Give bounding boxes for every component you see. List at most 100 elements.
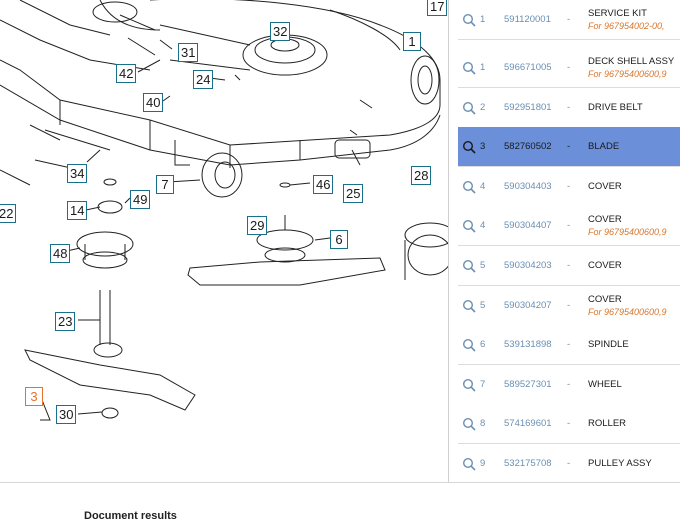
part-number[interactable]: 590304407 xyxy=(504,220,552,231)
part-description: SPINDLE xyxy=(588,339,629,350)
part-separator: - xyxy=(567,379,571,390)
part-description: SERVICE KIT xyxy=(588,8,647,19)
part-number[interactable]: 589527301 xyxy=(504,379,552,390)
part-row[interactable]: 5 590304203 - COVER xyxy=(458,246,680,286)
callout-17[interactable]: 17 xyxy=(427,0,448,16)
part-position: 5 xyxy=(480,260,486,271)
part-number[interactable]: 590304207 xyxy=(504,300,552,311)
magnifier-icon[interactable] xyxy=(462,101,476,115)
part-description: COVER xyxy=(588,260,622,271)
callout-1[interactable]: 1 xyxy=(403,32,421,51)
magnifier-icon[interactable] xyxy=(462,378,476,392)
callout-29[interactable]: 29 xyxy=(247,216,268,235)
part-applicability: For 96795400600,9 xyxy=(588,227,667,237)
part-description: WHEEL xyxy=(588,379,622,390)
magnifier-icon[interactable] xyxy=(462,338,476,352)
magnifier-icon[interactable] xyxy=(462,457,476,471)
magnifier-icon[interactable] xyxy=(462,180,476,194)
part-description: DRIVE BELT xyxy=(588,102,643,113)
part-separator: - xyxy=(567,300,571,311)
part-row[interactable]: 1 596671005 - DECK SHELL ASSY For 9679540060… xyxy=(458,48,680,88)
callout-40[interactable]: 40 xyxy=(143,93,164,112)
part-row[interactable]: 9 532175708 - PULLEY ASSY xyxy=(458,444,680,482)
part-separator: - xyxy=(567,62,571,73)
part-description: DECK SHELL ASSY xyxy=(588,56,675,67)
part-row[interactable]: 8 574169601 - ROLLER xyxy=(458,404,680,444)
part-applicability: For 96795400600,9 xyxy=(588,69,667,79)
magnifier-icon[interactable] xyxy=(462,417,476,431)
callout-23[interactable]: 23 xyxy=(55,312,76,331)
part-number[interactable]: 596671005 xyxy=(504,62,552,73)
callout-28[interactable]: 28 xyxy=(411,166,432,185)
part-number[interactable]: 591120001 xyxy=(504,14,551,25)
part-separator: - xyxy=(567,458,571,469)
part-row[interactable]: 4 590304403 - COVER xyxy=(458,167,680,207)
part-position: 4 xyxy=(480,220,486,231)
document-results-heading: Document results xyxy=(84,510,177,520)
part-number[interactable]: 582760502 xyxy=(504,141,552,152)
part-number[interactable]: 539131898 xyxy=(504,339,552,350)
callout-3-active[interactable]: 3 xyxy=(25,387,43,406)
part-position: 3 xyxy=(480,141,486,152)
part-separator: - xyxy=(567,141,571,152)
part-position: 6 xyxy=(480,339,486,350)
part-applicability: For 967954002-00, xyxy=(588,21,665,31)
part-description: PULLEY ASSY xyxy=(588,458,652,469)
magnifier-icon[interactable] xyxy=(462,259,476,273)
part-position: 1 xyxy=(480,62,486,73)
callout-31[interactable]: 31 xyxy=(178,43,199,62)
part-separator: - xyxy=(567,102,571,113)
part-row[interactable]: 2 592951801 - DRIVE BELT xyxy=(458,88,680,128)
callout-42[interactable]: 42 xyxy=(116,64,137,83)
part-separator: - xyxy=(567,181,571,192)
part-position: 8 xyxy=(480,418,486,429)
part-row[interactable]: 1 591120001 - SERVICE KIT For 967954002-00, xyxy=(458,0,680,40)
callout-7[interactable]: 7 xyxy=(156,175,174,194)
magnifier-icon[interactable] xyxy=(462,219,476,233)
part-separator: - xyxy=(567,220,571,231)
part-applicability: For 96795400600,9 xyxy=(588,307,667,317)
callout-49[interactable]: 49 xyxy=(130,190,151,209)
part-description: COVER xyxy=(588,214,622,225)
callout-46[interactable]: 46 xyxy=(313,175,334,194)
part-separator: - xyxy=(567,14,571,25)
part-position: 5 xyxy=(480,300,486,311)
part-description: ROLLER xyxy=(588,418,627,429)
section-divider xyxy=(0,482,680,483)
part-separator: - xyxy=(567,418,571,429)
part-position: 9 xyxy=(480,458,486,469)
part-separator: - xyxy=(567,260,571,271)
part-description: BLADE xyxy=(588,141,620,152)
magnifier-icon[interactable] xyxy=(462,61,476,75)
callout-6[interactable]: 6 xyxy=(330,230,348,249)
magnifier-icon[interactable] xyxy=(462,140,476,154)
part-number[interactable]: 590304403 xyxy=(504,181,552,192)
callout-48[interactable]: 48 xyxy=(50,244,71,263)
exploded-parts-diagram[interactable]: 17 32 1 31 42 24 40 34 7 46 25 28 22 14 … xyxy=(0,0,448,482)
part-number[interactable]: 532175708 xyxy=(504,458,552,469)
callout-14[interactable]: 14 xyxy=(67,201,88,220)
callout-32[interactable]: 32 xyxy=(270,22,291,41)
part-position: 2 xyxy=(480,102,486,113)
diagram-drawing xyxy=(0,0,448,421)
part-number[interactable]: 592951801 xyxy=(504,102,552,113)
part-description: COVER xyxy=(588,181,622,192)
part-position: 1 xyxy=(480,14,486,25)
magnifier-icon[interactable] xyxy=(462,299,476,313)
part-row[interactable]: 3 582760502 - BLADE xyxy=(458,127,680,167)
callout-25[interactable]: 25 xyxy=(343,184,364,203)
callout-34[interactable]: 34 xyxy=(67,164,88,183)
part-row[interactable]: 4 590304407 - COVER For 96795400600,9 xyxy=(458,206,680,246)
callout-30[interactable]: 30 xyxy=(56,405,77,424)
part-number[interactable]: 574169601 xyxy=(504,418,552,429)
part-number[interactable]: 590304203 xyxy=(504,260,552,271)
callout-24[interactable]: 24 xyxy=(193,70,214,89)
part-position: 4 xyxy=(480,181,486,192)
magnifier-icon[interactable] xyxy=(462,13,476,27)
callout-22[interactable]: 22 xyxy=(0,204,17,223)
